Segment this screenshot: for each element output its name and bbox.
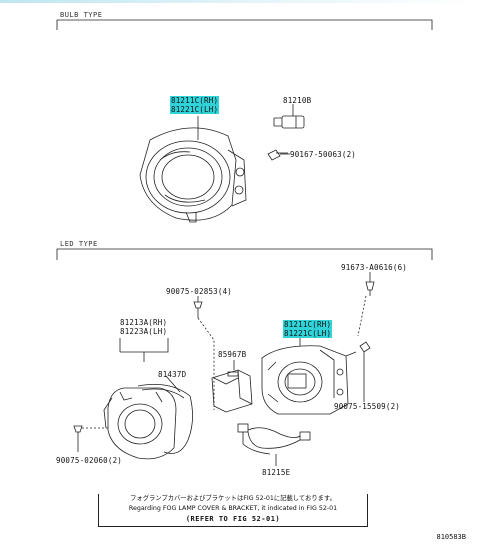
part-number-81211c-rh-led[interactable]: 81211C(RH) <box>283 320 333 329</box>
part-number-81223a-lh[interactable]: 81223A(LH) <box>120 327 168 336</box>
part-number-81221c-lh[interactable]: 81221C(LH) <box>170 105 220 114</box>
note-line-english: Regarding FOG LAMP COVER & BRACKET, it i… <box>128 505 338 512</box>
part-number-81213a-rh[interactable]: 81213A(RH) <box>120 318 168 327</box>
part-number-90075-15509[interactable]: 90075-15509(2) <box>334 402 401 411</box>
bulb-icon <box>273 115 305 129</box>
part-number-85967b[interactable]: 85967B <box>218 350 247 359</box>
bolt-icon-1 <box>267 149 288 161</box>
gasket-outline <box>137 383 193 454</box>
figure-id: 810583B <box>436 533 466 541</box>
wiring-harness <box>237 423 311 455</box>
part-number-90075-02060[interactable]: 90075-02060(2) <box>56 456 123 465</box>
note-line-refer[interactable]: (REFER TO FIG 52-01) <box>185 515 281 523</box>
screw-icon-right <box>359 341 371 402</box>
led-section-bracket <box>56 248 433 260</box>
section-label-bulb-type: BULB TYPE <box>60 11 103 19</box>
header-gradient-bar <box>0 0 480 3</box>
reference-note: フォグランプカバーおよびブラケットはFIG 52-01に記載しております。 Re… <box>98 494 368 527</box>
part-number-90075-02853[interactable]: 90075-02853(4) <box>166 287 233 296</box>
part-number-81210b[interactable]: 81210B <box>283 96 312 105</box>
fog-lamp-cover-led <box>103 387 177 460</box>
led-driver-module <box>211 369 253 413</box>
note-line-japanese: フォグランプカバーおよびブラケットはFIG 52-01に記載しております。 <box>130 495 336 502</box>
screw-icon-top <box>193 301 203 318</box>
part-number-91673-a0616[interactable]: 91673-A0616(6) <box>341 263 408 272</box>
fog-lamp-assembly-led-type <box>261 345 357 415</box>
bulb-section-bracket <box>56 19 433 30</box>
part-number-81211c-rh[interactable]: 81211C(RH) <box>170 96 220 105</box>
part-number-81221c-lh-led[interactable]: 81221C(LH) <box>283 329 333 338</box>
screw-icon-bottom-left <box>73 425 83 452</box>
label-cover: 81213A(RH) 81223A(LH) <box>120 318 167 336</box>
part-number-81215e[interactable]: 81215E <box>262 468 291 477</box>
fog-lamp-assembly-bulb-type <box>139 127 247 223</box>
part-number-81437d[interactable]: 81437D <box>158 370 187 379</box>
section-label-led-type: LED TYPE <box>60 240 98 248</box>
label-fog-lamp-led: 81211C(RH) 81221C(LH) <box>283 320 333 338</box>
part-number-90167-50063[interactable]: 90167-50063(2) <box>290 150 357 159</box>
label-fog-lamp-bulb: 81211C(RH) 81221C(LH) <box>170 96 220 114</box>
clip-icon-top-right <box>365 281 375 296</box>
